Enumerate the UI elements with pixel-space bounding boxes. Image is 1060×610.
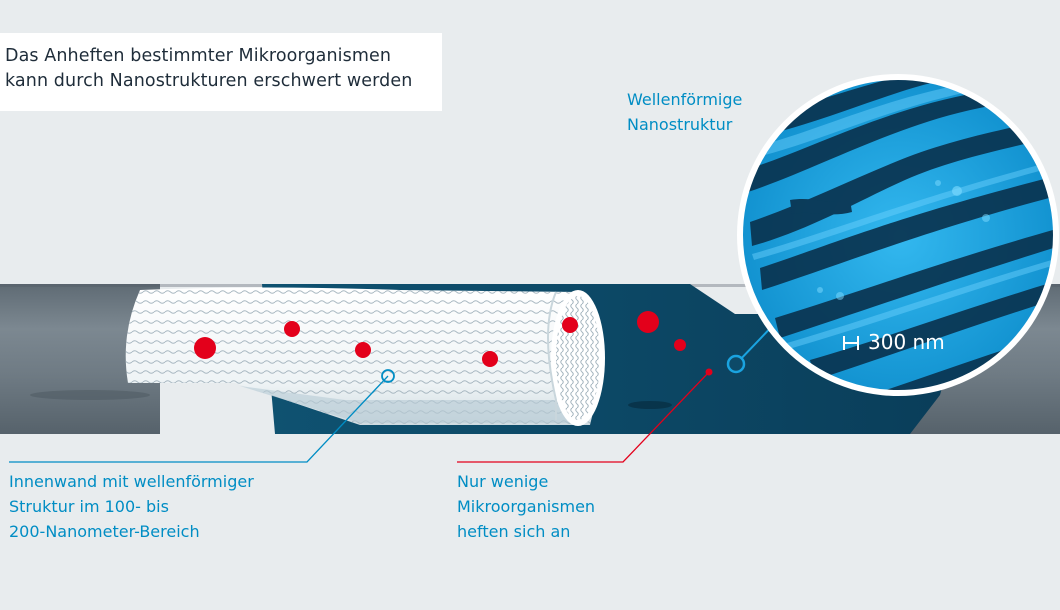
scale-bar-label: 300 nm (868, 330, 945, 354)
inner-wall-label-line-3: 200-Nanometer-Bereich (9, 522, 200, 541)
microorganism (355, 342, 371, 358)
inner-wall-leader (9, 375, 389, 463)
wave-label-line-2: Nanostruktur (627, 115, 733, 134)
few-microorganisms-leader (457, 371, 710, 463)
microorganism (482, 351, 498, 367)
wavy-nanostructure-label: Wellenförmige Nanostruktur (627, 87, 742, 137)
microorganism (674, 339, 686, 351)
wave-label-line-1: Wellenförmige (627, 90, 743, 109)
title-line-2: kann durch Nanostrukturen erschwert werd… (5, 71, 413, 91)
microorganism (284, 321, 300, 337)
scale-bar-icon (843, 336, 859, 350)
inner-wall-label-line-2: Struktur im 100- bis (9, 497, 169, 516)
inner-wall-label: Innenwand mit wellenförmiger Struktur im… (9, 469, 254, 544)
microorganism (637, 311, 659, 333)
microorganism (194, 337, 216, 359)
inner-wall-label-line-1: Innenwand mit wellenförmiger (9, 472, 254, 491)
microorganisms (194, 311, 686, 367)
microorganism (562, 317, 578, 333)
diagram-title: Das Anheften bestimmter Mikroorganismen … (0, 33, 442, 111)
callout-ring-icon (381, 369, 395, 383)
title-line-1: Das Anheften bestimmter Mikroorganismen (5, 46, 392, 66)
magnifier-anchor-icon (726, 354, 746, 374)
few-microorganisms-label: Nur wenige Mikroorganismen heften sich a… (457, 469, 595, 544)
few-label-line-1: Nur wenige (457, 472, 549, 491)
few-label-line-2: Mikroorganismen (457, 497, 596, 516)
few-label-line-3: heften sich an (457, 522, 571, 541)
